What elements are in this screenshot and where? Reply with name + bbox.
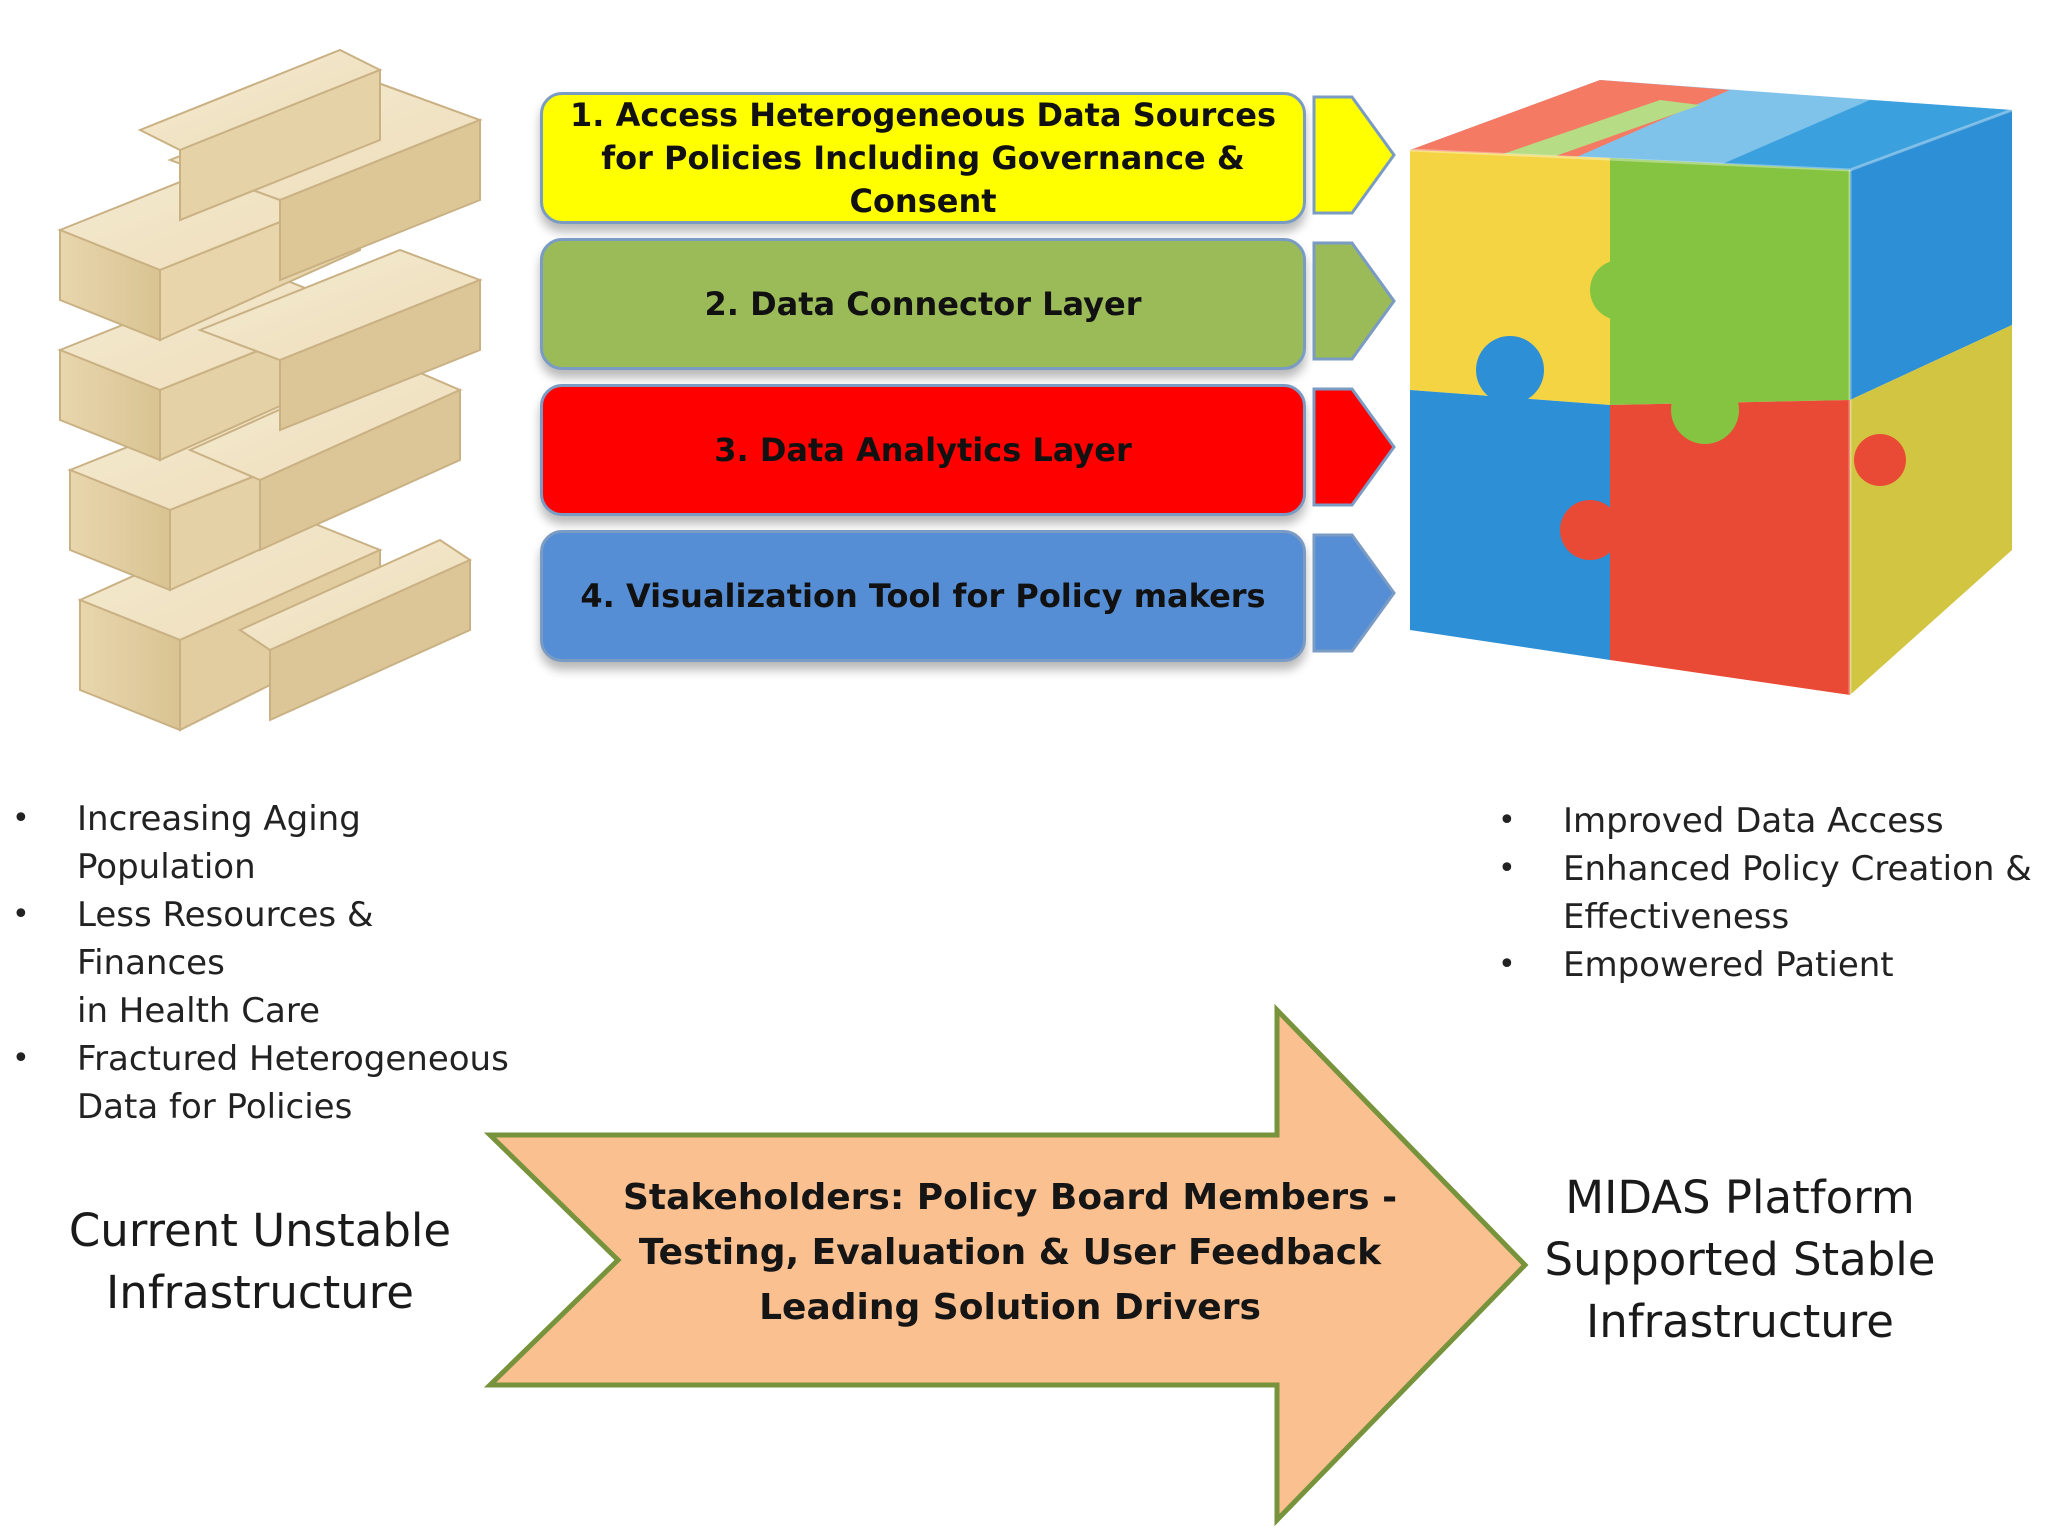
- current-infrastructure-caption: Current Unstable Infrastructure: [40, 1200, 480, 1324]
- list-item-text: Effectiveness: [1563, 897, 1790, 937]
- caption-line: Current Unstable: [68, 1204, 452, 1257]
- list-item-text: Population: [77, 847, 256, 887]
- layer-box-data-connector: 2. Data Connector Layer: [540, 238, 1306, 370]
- layer-label-3: 3. Data Analytics Layer: [714, 430, 1132, 469]
- bullet-icon: •: [1498, 947, 1516, 982]
- stakeholder-arrow-text: Stakeholders: Policy Board Members - Tes…: [620, 1170, 1400, 1335]
- list-item: • Enhanced Policy Creation & Effectivene…: [1496, 845, 2036, 941]
- layer-label-2: 2. Data Connector Layer: [704, 284, 1142, 323]
- right-bullet-list: • Improved Data Access • Enhanced Policy…: [1496, 797, 2036, 989]
- layer-box-visualization-tool: 4. Visualization Tool for Policy makers: [540, 530, 1306, 662]
- puzzle-cube-image: [1409, 80, 2013, 695]
- layer-box-data-analytics: 3. Data Analytics Layer: [540, 384, 1306, 516]
- caption-line: MIDAS Platform: [1565, 1171, 1915, 1224]
- bullet-icon: •: [1498, 803, 1516, 838]
- list-item-text: Empowered Patient: [1563, 945, 1894, 985]
- list-item: • Improved Data Access: [1496, 797, 2036, 845]
- arrow-text-line: Leading Solution Drivers: [759, 1287, 1261, 1328]
- list-item-text: in Health Care: [77, 991, 320, 1031]
- layer-arrow-icon-2: [1312, 241, 1396, 361]
- list-item-text: Data for Policies: [77, 1087, 353, 1127]
- list-item: • Increasing Aging Population: [10, 795, 530, 891]
- list-item-text: Less Resources & Finances: [77, 895, 374, 983]
- midas-platform-caption: MIDAS Platform Supported Stable Infrastr…: [1520, 1167, 1960, 1353]
- layer-label-1: 1. Access Heterogeneous Data Sources for…: [570, 95, 1276, 220]
- caption-line: Supported Stable: [1544, 1233, 1936, 1286]
- list-item: • Empowered Patient: [1496, 941, 2036, 989]
- caption-line: Infrastructure: [106, 1266, 414, 1319]
- caption-line: Infrastructure: [1586, 1295, 1894, 1348]
- layer-arrow-icon-1: [1312, 95, 1396, 215]
- list-item: • Less Resources & Finances in Health Ca…: [10, 891, 530, 1035]
- arrow-text-line: Testing, Evaluation & User Feedback: [638, 1232, 1382, 1273]
- list-item-text: Enhanced Policy Creation &: [1563, 849, 2032, 889]
- list-item: • Fractured Heterogeneous Data for Polic…: [10, 1035, 530, 1131]
- layer-label-4: 4. Visualization Tool for Policy makers: [580, 576, 1266, 615]
- list-item-text: Increasing Aging: [77, 799, 361, 839]
- layer-arrow-icon-4: [1312, 533, 1396, 653]
- bullet-icon: •: [12, 897, 30, 932]
- bullet-icon: •: [12, 801, 30, 836]
- arrow-text-line: Stakeholders: Policy Board Members -: [622, 1177, 1398, 1218]
- stakeholder-arrow-shape: [483, 1003, 1529, 1527]
- list-item-text: Improved Data Access: [1563, 801, 1944, 841]
- bullet-icon: •: [1498, 851, 1516, 886]
- wooden-block-tower-image: [57, 48, 483, 732]
- layer-box-access-data-sources: 1. Access Heterogeneous Data Sources for…: [540, 92, 1306, 224]
- list-item-text: Fractured Heterogeneous: [77, 1039, 509, 1079]
- layer-arrow-icon-3: [1312, 387, 1396, 507]
- left-bullet-list: • Increasing Aging Population • Less Res…: [10, 795, 530, 1131]
- bullet-icon: •: [12, 1041, 30, 1076]
